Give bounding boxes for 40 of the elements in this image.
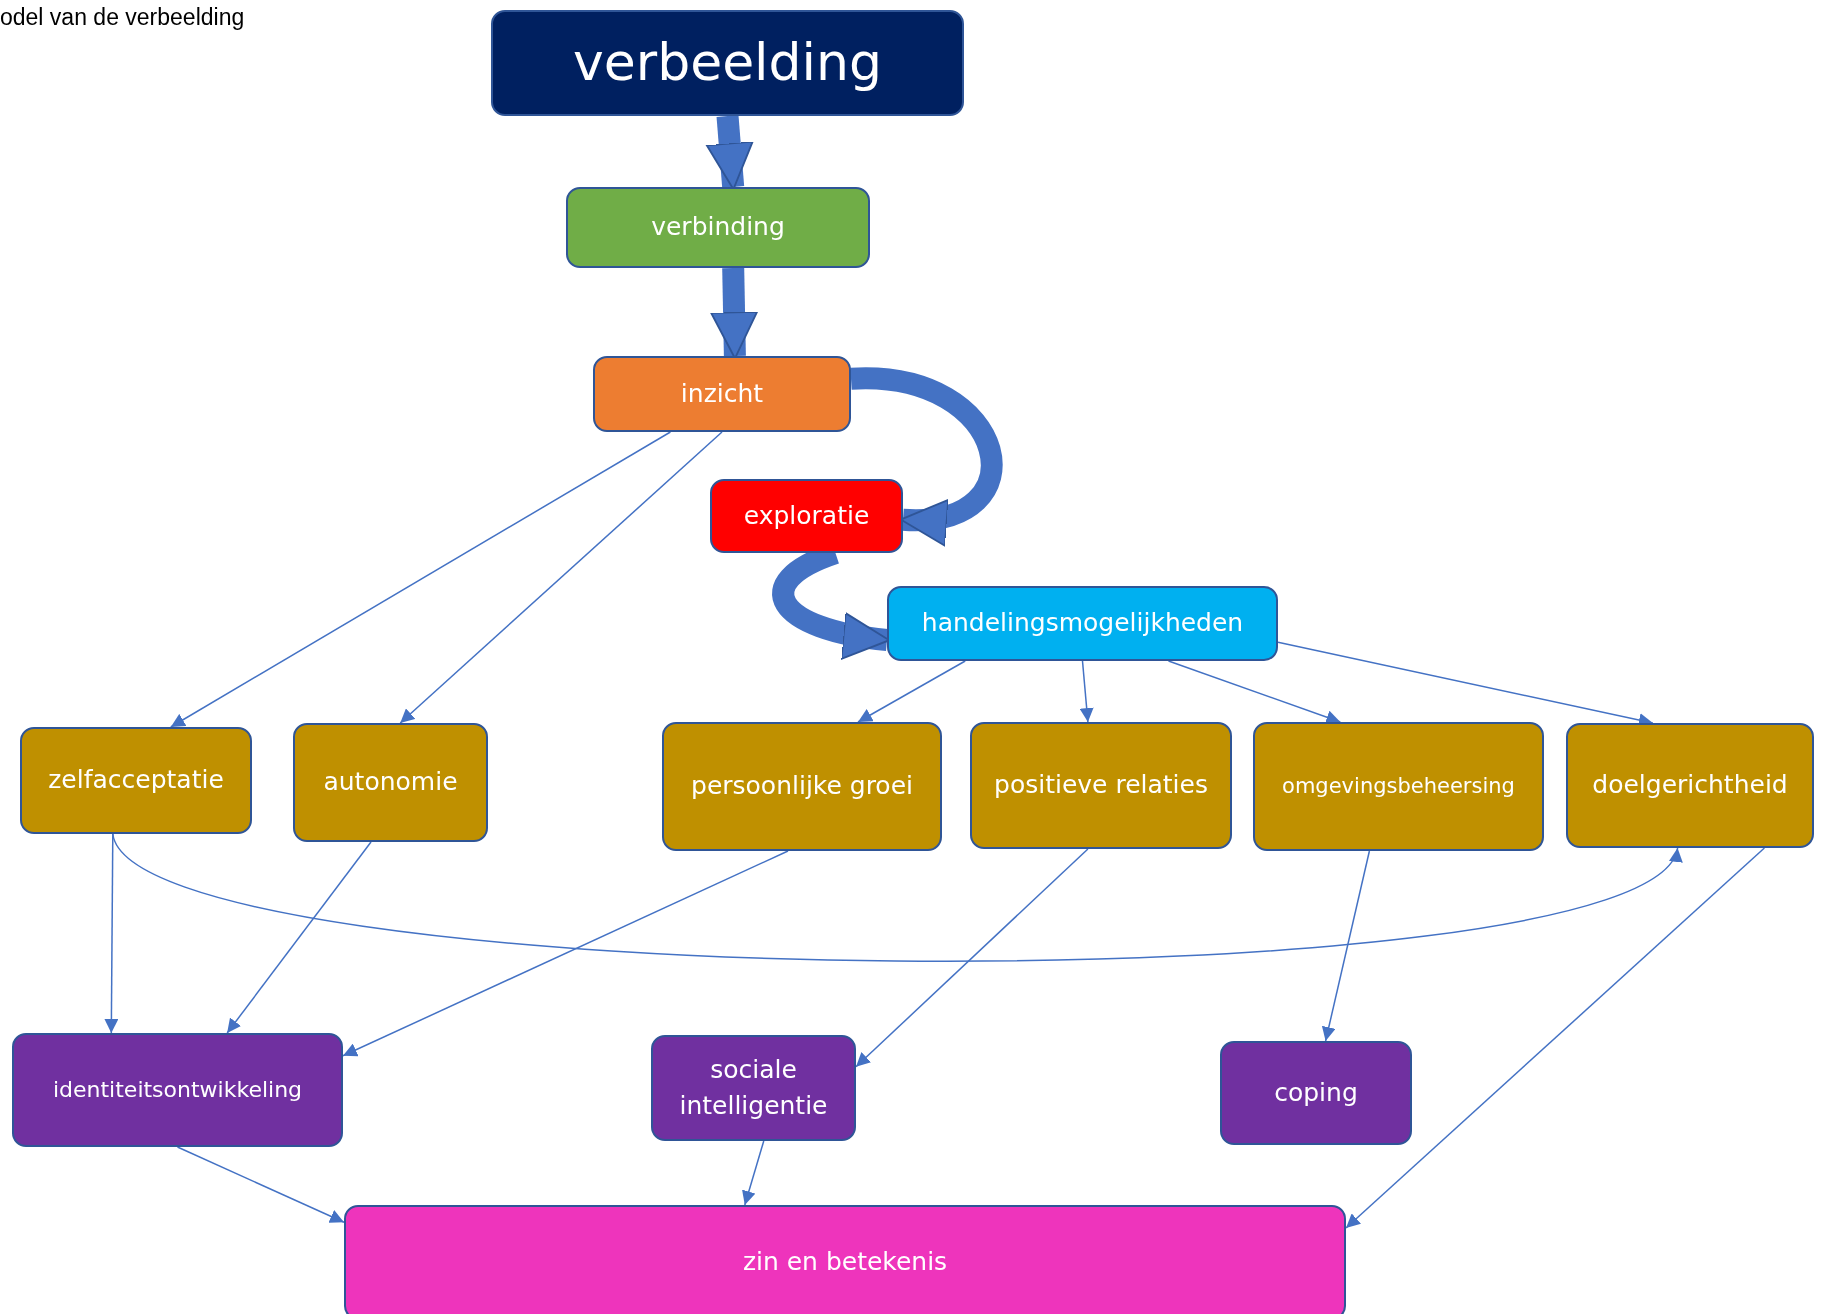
title-box: [491, 10, 964, 116]
arrow: [399, 431, 723, 724]
node-label: verbeelding: [572, 31, 883, 95]
arrow: [742, 1140, 765, 1206]
concept-box: [20, 727, 252, 834]
note-text: odel van de verbeelding: [0, 4, 245, 31]
node-label: identiteitsontwikkeling: [51, 1076, 304, 1105]
outcome-box: [651, 1035, 856, 1141]
node-label: handelingsmogelijkheden: [920, 607, 1245, 640]
process-box: [566, 187, 870, 268]
process-box: [887, 586, 1278, 661]
arrow: [1345, 847, 1766, 1229]
process-box: [593, 356, 851, 432]
arrow: [176, 1146, 345, 1223]
arrow: [1167, 660, 1342, 724]
outcome-box: [12, 1033, 343, 1147]
arrow: [170, 431, 672, 728]
outcome-box: [1220, 1041, 1412, 1145]
outcome-box: [344, 1205, 1346, 1314]
node-label: omgevingsbeheersing: [1281, 773, 1516, 801]
node-label: persoonlijke groei: [690, 770, 914, 803]
node-label: sociale intelligentie: [678, 1053, 829, 1122]
node-label: exploratie: [742, 499, 871, 532]
node-label: positieve relaties: [993, 769, 1209, 802]
arrow: [1079, 660, 1094, 723]
node-label: verbinding: [650, 211, 786, 244]
arrow: [104, 833, 119, 1034]
node-label: doelgerichtheid: [1591, 769, 1789, 802]
arrow: [857, 660, 966, 723]
concept-box: [970, 722, 1232, 849]
node-label: coping: [1273, 1076, 1359, 1109]
node-label: inzicht: [679, 377, 765, 410]
node-label: zin en betekenis: [741, 1246, 949, 1279]
concept-box: [1253, 722, 1544, 851]
node-label: autonomie: [322, 766, 459, 799]
node-label: zelfacceptatie: [47, 764, 225, 797]
concept-box: [1566, 723, 1814, 848]
concept-box: [662, 722, 942, 851]
concept-box: [293, 723, 488, 842]
process-box: [710, 479, 903, 553]
